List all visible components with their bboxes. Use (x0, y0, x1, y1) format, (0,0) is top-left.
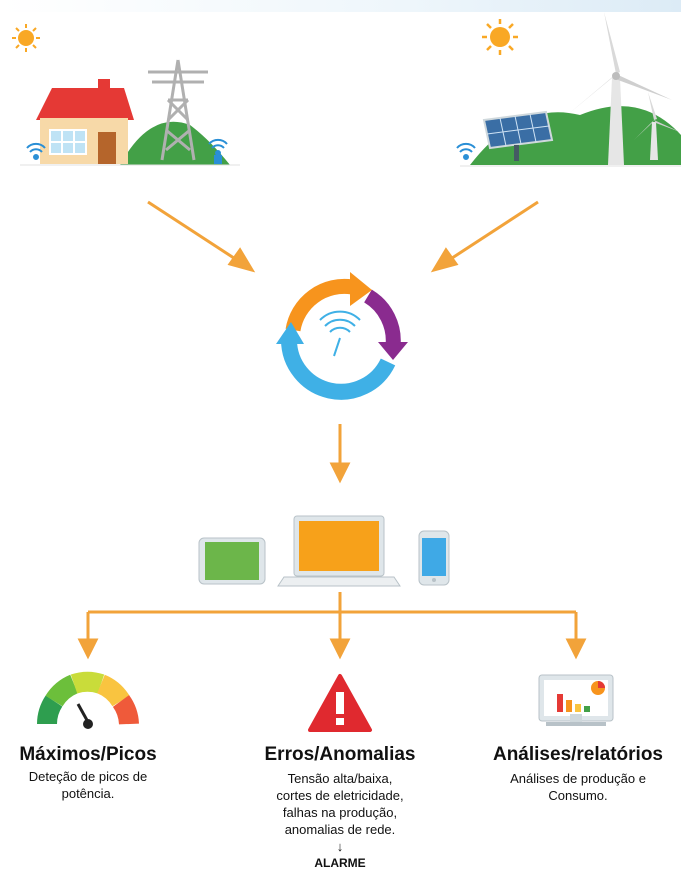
gauge-needle (76, 703, 93, 729)
sun-icon (12, 24, 40, 52)
output-description-line: Deteção de picos de (28, 769, 148, 784)
output-description-line: cortes de eletricidade, (276, 788, 404, 803)
phone-icon (418, 530, 450, 586)
wifi-icon (26, 142, 46, 160)
arrow (147, 200, 256, 273)
arrow (329, 424, 351, 484)
sync-cycle-icon (276, 272, 408, 400)
output-description-line: Consumo. (548, 788, 608, 803)
warning-icon (308, 674, 372, 732)
connector (77, 592, 587, 660)
tablet-icon (198, 537, 266, 585)
output-title: Máximos/Picos (19, 744, 157, 765)
output-description-line: Análises de produção e (510, 771, 646, 786)
output-title: Erros/Anomalias (264, 744, 416, 765)
output-description-line: anomalias de rede. (284, 822, 396, 837)
output-title: Análises/relatórios (492, 744, 664, 765)
arrow (430, 200, 539, 273)
output-description-line: falhas na produção, (282, 805, 398, 820)
output-description-line: Tensão alta/baixa, (287, 771, 393, 786)
gauge-icon (37, 671, 139, 725)
report-monitor-icon (538, 674, 614, 726)
wind-turbine-icon (634, 92, 680, 160)
sun-icon (482, 19, 518, 55)
top-band (0, 0, 681, 12)
output-maximos: Máximos/Picos Deteção de picos de potênc… (8, 744, 168, 802)
alarm-label: ALARME (314, 856, 366, 870)
pylon-icon (148, 59, 208, 161)
alarm-arrow: ↓ (336, 839, 344, 854)
wifi-icon (456, 142, 476, 160)
output-analises: Análises/relatórios Análises de produção… (478, 744, 678, 804)
wind-turbine-icon (566, 12, 672, 165)
output-description-line: potência. (61, 786, 115, 801)
wifi-icon (208, 138, 228, 164)
output-erros: Erros/Anomalias Tensão alta/baixa, corte… (240, 744, 440, 872)
house-icon (36, 79, 134, 164)
laptop-icon (277, 515, 401, 587)
solar-panel-icon (482, 110, 554, 161)
